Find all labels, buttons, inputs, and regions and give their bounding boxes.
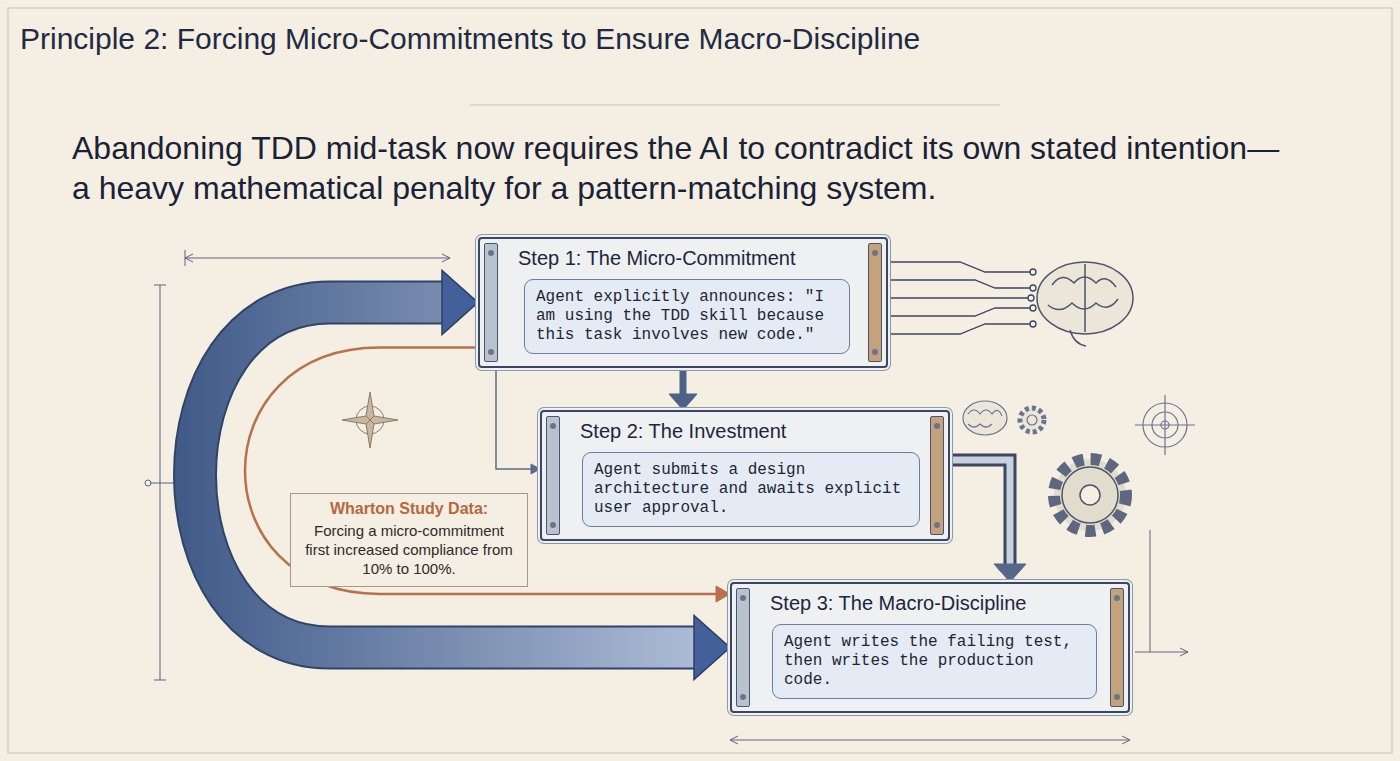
pipe-outline — [950, 460, 1010, 564]
step-heading: Step 2: The Investment — [542, 412, 948, 450]
screw — [740, 595, 746, 601]
speech-bubble: Agent submits a design architecture and … — [582, 452, 920, 527]
screw — [488, 349, 494, 355]
frame — [8, 8, 1392, 753]
screw — [934, 522, 940, 528]
panel-cap — [736, 588, 750, 707]
connector — [496, 368, 540, 474]
connector-line — [496, 368, 531, 469]
panel-cap — [930, 416, 944, 535]
connector-line — [680, 368, 687, 394]
arrowhead — [716, 586, 730, 602]
screw — [488, 250, 494, 256]
title-rule — [470, 104, 1000, 105]
screw — [872, 349, 878, 355]
dimension-lines — [145, 250, 1188, 744]
brain-icon — [1037, 262, 1133, 346]
connector — [669, 368, 697, 410]
arrowhead — [442, 271, 478, 335]
small-brain-icon — [963, 401, 1007, 435]
panel-cap — [868, 243, 882, 362]
diagram-title: Principle 2: Forcing Micro-Commitments t… — [20, 22, 1320, 56]
step-panel: Step 1: The Micro-CommitmentAgent explic… — [478, 237, 888, 368]
panel-cap — [484, 243, 498, 362]
speech-bubble: Agent explicitly announces: "I am using … — [524, 279, 850, 354]
step-heading: Step 3: The Macro-Discipline — [732, 584, 1128, 622]
arrowhead — [694, 616, 730, 680]
arrowhead — [669, 394, 697, 410]
study-heading: Wharton Study Data: — [301, 500, 517, 518]
study-text: Forcing a micro-commitment first increas… — [301, 521, 517, 578]
speech-bubble: Agent writes the failing test, then writ… — [772, 624, 1097, 699]
connector — [950, 460, 1026, 582]
screw — [1114, 694, 1120, 700]
study-callout: Wharton Study Data: Forcing a micro-commi… — [290, 493, 528, 587]
step-heading: Step 1: The Micro-Commitment — [480, 239, 886, 277]
subtitle: Abandoning TDD mid-task now requires the… — [72, 128, 1292, 208]
arrowhead — [994, 564, 1026, 582]
target-icon — [1135, 395, 1195, 455]
large-gear — [1054, 459, 1126, 531]
small-gear — [1020, 408, 1044, 432]
panel-cap — [546, 416, 560, 535]
screw — [740, 694, 746, 700]
panel-cap — [1110, 588, 1124, 707]
speech-text: Agent writes the failing test, then writ… — [784, 633, 1085, 690]
speech-text: Agent submits a design architecture and … — [594, 461, 908, 518]
screw — [934, 423, 940, 429]
screw — [1114, 595, 1120, 601]
arrowhead — [531, 464, 540, 474]
screw — [550, 423, 556, 429]
circuit-lines — [890, 262, 1036, 334]
screw — [550, 522, 556, 528]
step-panel: Step 2: The InvestmentAgent submits a de… — [540, 410, 950, 541]
pipe-core — [950, 460, 1010, 564]
screw — [872, 250, 878, 256]
compass-rose — [342, 392, 398, 448]
speech-text: Agent explicitly announces: "I am using … — [536, 288, 838, 345]
step-panel: Step 3: The Macro-DisciplineAgent writes… — [730, 582, 1130, 713]
